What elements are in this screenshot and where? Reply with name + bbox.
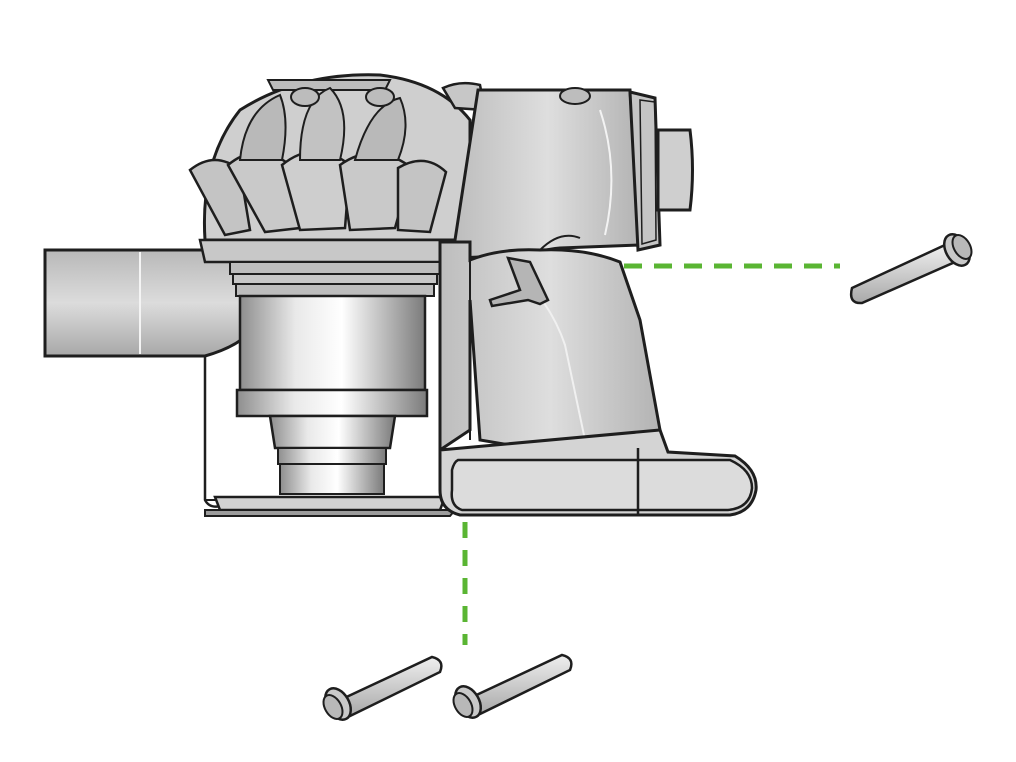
- trigger: [488, 256, 550, 308]
- battery: [438, 428, 758, 517]
- motor-housing: [441, 81, 694, 260]
- screw-bottom-right: [452, 653, 573, 719]
- cyclone-assembly: [188, 73, 472, 242]
- handle: [438, 234, 662, 462]
- screw-bottom-left: [322, 655, 443, 721]
- screw-rear: [849, 233, 973, 305]
- collar-rings: [198, 238, 447, 297]
- bin: [204, 294, 458, 517]
